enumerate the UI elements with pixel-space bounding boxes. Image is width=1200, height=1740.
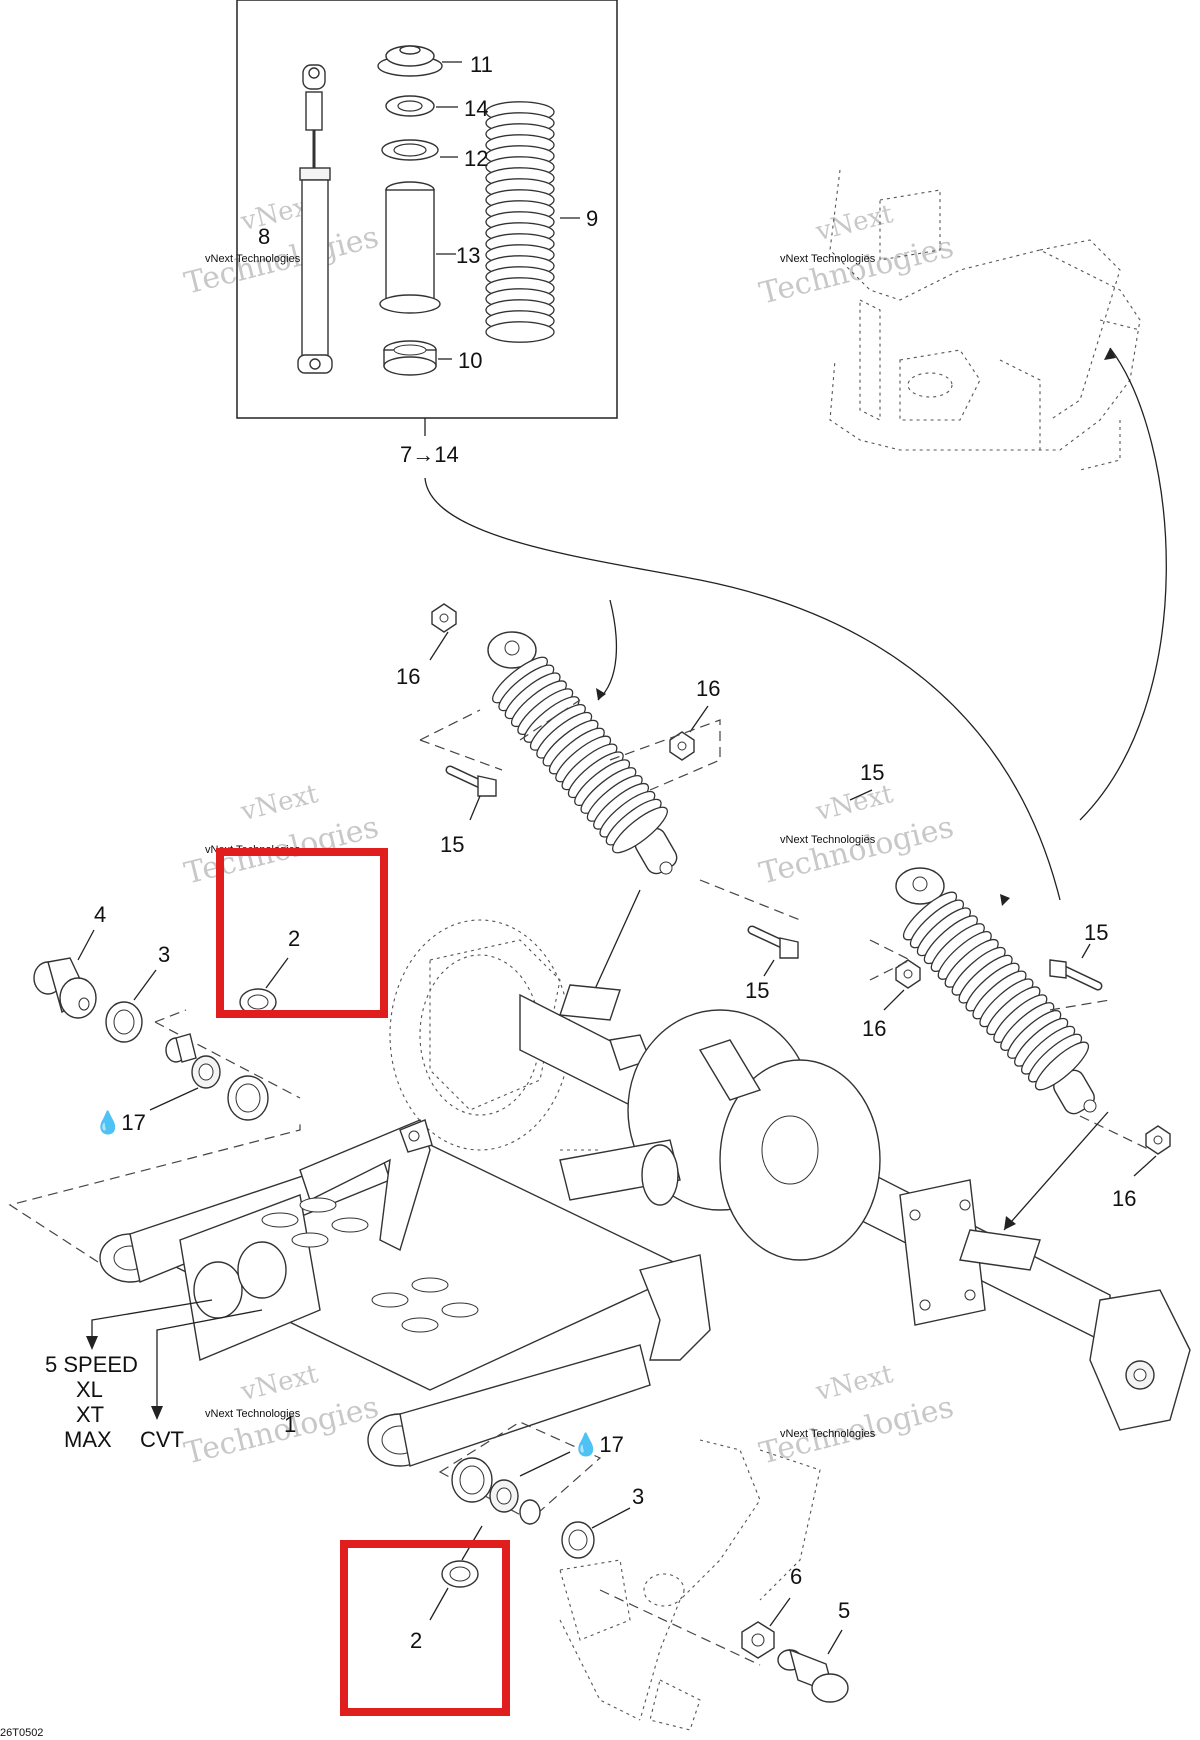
rear-axle-assembly (389, 919, 1191, 1431)
right-seal-part-3 (561, 1521, 595, 1559)
shock-kit-box: 11 14 12 9 13 8 10 (236, 0, 618, 419)
svg-text:Technologies: Technologies (756, 230, 957, 312)
watermark-label: vNext Technologies (780, 1428, 876, 1440)
lower-frame-section (559, 1439, 821, 1731)
cvt-pointer (156, 1309, 263, 1410)
left-shock-spring (492, 656, 668, 854)
diagram-code: 26T0502 (0, 1727, 43, 1739)
nut-16-d (1145, 1125, 1171, 1155)
coil-spring-part-9 (485, 101, 555, 343)
swing-arm-part-1 (99, 1119, 711, 1467)
right-bearing-cup (451, 1457, 493, 1503)
adjuster-ring-part-10 (383, 340, 437, 376)
left-shock-assembly (487, 631, 678, 875)
callout-3-right: 3 (632, 1484, 644, 1509)
callout-9: 9 (586, 206, 598, 231)
svg-text:XT: XT (76, 1402, 104, 1427)
callout-15-a: 15 (440, 832, 464, 857)
nut-16-c (895, 959, 921, 989)
callout-6: 6 (790, 1564, 802, 1589)
sleeve-part-13 (379, 181, 441, 314)
svg-text:vNext: vNext (812, 1359, 896, 1407)
callout-2-bottom: 2 (410, 1628, 422, 1653)
svg-text:5 SPEED: 5 SPEED (45, 1352, 138, 1377)
right-spacer (519, 1499, 541, 1525)
callout-15-b: 15 (745, 978, 769, 1003)
nut-16-a (431, 603, 457, 633)
bolt-15-b (747, 925, 799, 959)
nut-part-6 (741, 1621, 775, 1659)
callout-10: 10 (458, 348, 482, 373)
callout-1: 1 (284, 1412, 296, 1437)
svg-text:Technologies: Technologies (181, 1390, 382, 1472)
callout-12: 12 (464, 146, 488, 171)
cvt-variant-label: CVT (140, 1427, 184, 1452)
spring-cap-part-11 (377, 45, 443, 77)
right-shock-spring (902, 891, 1090, 1091)
svg-text:MAX: MAX (64, 1427, 112, 1452)
washer-part-12 (381, 139, 439, 161)
five-speed-pointer (91, 1299, 213, 1340)
highlight-box-top (216, 848, 388, 1018)
left-bearing-cup (227, 1075, 269, 1121)
svg-text:vNext: vNext (237, 779, 321, 827)
callout-15-c: 15 (860, 760, 884, 785)
left-spacer (165, 1033, 197, 1063)
svg-text:XL: XL (76, 1377, 103, 1402)
callout-17-left: 💧17 (94, 1110, 146, 1135)
frame-to-right-shock-line (1079, 347, 1167, 821)
callout-11: 11 (470, 52, 493, 77)
nut-16-b (669, 731, 695, 761)
kit-range-label: 7→14 (400, 442, 459, 467)
callout-15-d: 15 (1084, 920, 1108, 945)
svg-text:vNext: vNext (812, 779, 896, 827)
watermark-label: vNext Technologies (205, 1408, 301, 1420)
highlight-box-bottom (340, 1540, 510, 1716)
svg-text:vNext: vNext (237, 1359, 321, 1407)
pivot-pin-part-5 (777, 1648, 849, 1703)
callout-4: 4 (94, 902, 106, 927)
callout-2-top: 2 (288, 926, 300, 951)
bolt-15-a (445, 765, 497, 797)
watermark-label: vNext Technologies (780, 834, 876, 846)
left-needle-bearing (191, 1055, 221, 1089)
five-speed-variant-label: 5 SPEED XL XT MAX (45, 1352, 138, 1452)
left-seal-part-3 (105, 1001, 143, 1043)
shock-absorber-part-8 (297, 64, 333, 374)
kit-connector-line (424, 477, 1061, 901)
callout-3-left: 3 (158, 942, 170, 967)
left-pivot-bushing-part-4 (33, 957, 97, 1019)
callout-16-a: 16 (396, 664, 420, 689)
svg-text:vNext: vNext (812, 199, 896, 247)
callout-16-b: 16 (696, 676, 720, 701)
callout-13: 13 (456, 243, 480, 268)
right-needle-bearing (489, 1479, 519, 1513)
watermark-label: vNext Technologies (205, 253, 301, 265)
callout-16-c: 16 (862, 1016, 886, 1041)
callout-5: 5 (838, 1598, 850, 1623)
bolt-15-d (1049, 959, 1103, 991)
callout-16-d: 16 (1112, 1186, 1136, 1211)
kit-connector-to-left-shock (597, 599, 618, 701)
callout-14: 14 (464, 96, 488, 121)
split-ring-part-14 (385, 95, 435, 117)
watermark-label: vNext Technologies (780, 253, 876, 265)
bearing-part-2-bottom (441, 1560, 479, 1588)
callout-17-right: 💧17 (572, 1432, 624, 1457)
callout-8: 8 (258, 224, 270, 249)
right-shock-assembly (895, 867, 1097, 1115)
frame-section (829, 169, 1141, 471)
